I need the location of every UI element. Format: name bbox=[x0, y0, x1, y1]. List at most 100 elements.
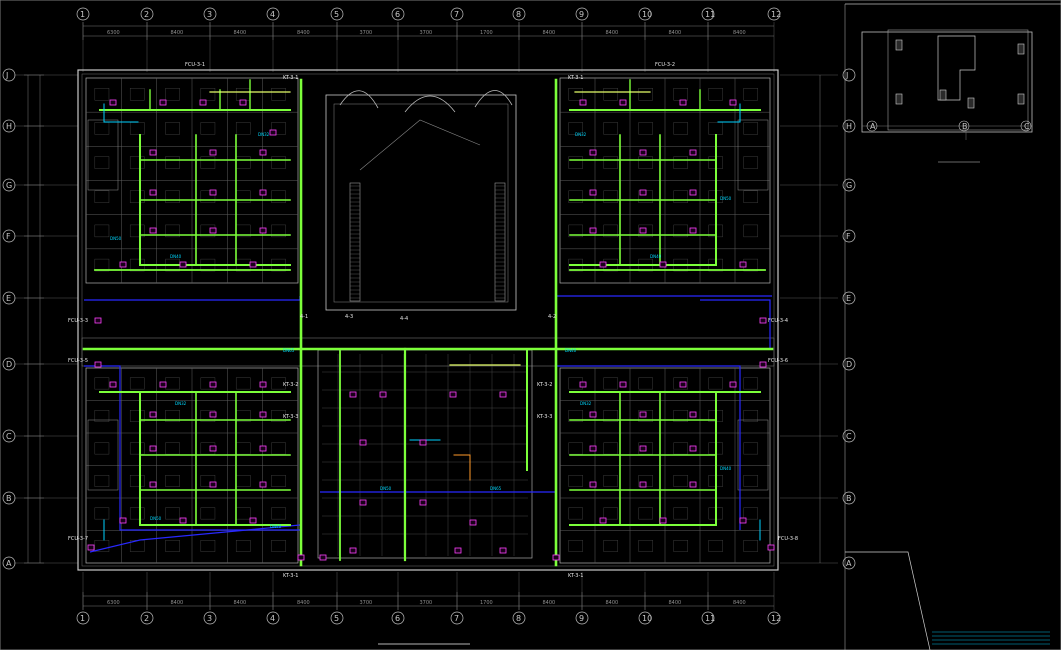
fan-coil-unit bbox=[679, 381, 687, 388]
room-fixture bbox=[129, 88, 145, 101]
key-plan-outline bbox=[887, 29, 1029, 131]
room-fixture bbox=[200, 88, 216, 101]
fan-coil-unit bbox=[639, 189, 647, 196]
riser-label: KT-3-1 bbox=[568, 75, 583, 81]
fan-coil-unit bbox=[419, 439, 427, 446]
pipe-size-label: DN65 bbox=[490, 486, 502, 491]
key-grid-label: A bbox=[870, 122, 876, 131]
grid-bubble-right bbox=[842, 229, 856, 243]
room-fixture bbox=[708, 377, 723, 390]
room-fixture bbox=[165, 410, 180, 422]
pipe-size-label: DN32 bbox=[575, 132, 587, 137]
fan-coil-unit bbox=[689, 481, 697, 488]
room-fixture bbox=[743, 507, 758, 520]
fan-coil-unit bbox=[659, 261, 667, 268]
pipe-size-label: DN50 bbox=[150, 516, 162, 521]
fan-coil-unit bbox=[767, 544, 775, 551]
room-fixture bbox=[638, 156, 653, 169]
dimension-bottom: 8400 bbox=[543, 600, 556, 606]
grid-row-label-right: C bbox=[846, 432, 852, 441]
main-corridor bbox=[81, 337, 775, 367]
room-fixture bbox=[271, 377, 286, 390]
fan-coil-unit bbox=[639, 445, 647, 452]
grid-column-label-top: 6 bbox=[395, 10, 400, 19]
se-branch-loop bbox=[569, 391, 717, 526]
fan-coil-unit bbox=[249, 261, 257, 268]
key-grid-label: C bbox=[1024, 122, 1030, 131]
room-fixture bbox=[271, 540, 286, 552]
grid-bubble-top bbox=[512, 7, 526, 21]
fan-coil-unit bbox=[639, 227, 647, 234]
grid-row-label-right: B bbox=[846, 494, 852, 503]
equipment-tag: FCU-3-6 bbox=[768, 358, 788, 364]
ducts bbox=[84, 295, 772, 553]
room-fixture bbox=[708, 88, 723, 101]
grid-column-label-bottom: 4 bbox=[270, 614, 275, 623]
fan-coil-unit bbox=[589, 189, 597, 196]
grid-row-label-left: E bbox=[6, 294, 11, 303]
room-fixture bbox=[94, 224, 110, 238]
fan-coil-unit bbox=[149, 445, 157, 452]
pipe-size-label: DN50 bbox=[720, 196, 732, 201]
nw-return bbox=[103, 103, 139, 123]
fan-coil-unit bbox=[759, 361, 767, 368]
fan-coil-units bbox=[87, 99, 775, 561]
fan-coil-unit bbox=[739, 517, 747, 524]
room-fixture bbox=[568, 122, 583, 135]
room-fixture bbox=[129, 156, 145, 169]
equipment-tag: FCU-3-3 bbox=[68, 318, 88, 324]
grid-bubble-top bbox=[638, 7, 652, 21]
room-fixture bbox=[673, 507, 688, 520]
equipment-tag: FCU-3-8 bbox=[778, 536, 798, 542]
room-fixture bbox=[165, 507, 180, 520]
key-plan-column bbox=[895, 39, 903, 51]
room-fixture bbox=[165, 88, 180, 101]
grid-column-label-bottom: 10 bbox=[642, 614, 652, 623]
nw-branch-loop bbox=[139, 134, 291, 266]
fan-coil-unit bbox=[689, 189, 697, 196]
room-fixture bbox=[94, 258, 110, 272]
room-fixture bbox=[673, 88, 688, 101]
grid-column-label-top: 9 bbox=[579, 10, 584, 19]
fan-coil-unit bbox=[149, 227, 157, 234]
room-fixture bbox=[235, 190, 251, 203]
dimension-top: 8400 bbox=[733, 30, 746, 36]
pipe-size-label: DN32 bbox=[580, 401, 592, 406]
room-fixture bbox=[94, 475, 110, 487]
grid-bubble-left bbox=[2, 68, 16, 82]
fan-coil-unit bbox=[349, 391, 357, 398]
room-fixture bbox=[129, 190, 145, 203]
grid-bubble-bottom bbox=[76, 611, 90, 625]
atrium-arch-center bbox=[404, 95, 456, 113]
pipe-size-label: DN50 bbox=[380, 486, 392, 491]
room-fixture bbox=[603, 88, 618, 101]
room-fixture bbox=[129, 410, 145, 422]
site-boundary bbox=[845, 551, 931, 650]
room-fixture bbox=[603, 442, 618, 455]
core-accent bbox=[453, 454, 471, 481]
fan-coil-unit bbox=[449, 391, 457, 398]
grid-bubble-bottom bbox=[266, 611, 280, 625]
dimension-bottom: 8400 bbox=[733, 600, 746, 606]
grid-bubble-right bbox=[842, 178, 856, 192]
atrium-roof-line bbox=[359, 119, 481, 171]
room-fixture bbox=[568, 224, 583, 238]
room-fixture bbox=[200, 540, 216, 552]
fan-coil-unit bbox=[149, 149, 157, 156]
fan-coil-unit bbox=[469, 519, 477, 526]
equipment-tag: FCU-3-4 bbox=[768, 318, 788, 324]
grid-bubble-right bbox=[842, 429, 856, 443]
fan-coil-unit bbox=[729, 381, 737, 388]
nw-stubs bbox=[149, 79, 251, 111]
fan-coil-unit bbox=[499, 391, 507, 398]
grid-row-label-right: H bbox=[846, 122, 852, 131]
fan-coil-unit bbox=[619, 99, 627, 106]
fan-coil-unit bbox=[149, 189, 157, 196]
dimension-top: 8400 bbox=[171, 30, 184, 36]
grid-bubble-left bbox=[2, 556, 16, 570]
room-fixture bbox=[743, 377, 758, 390]
room-fixture bbox=[743, 88, 758, 101]
